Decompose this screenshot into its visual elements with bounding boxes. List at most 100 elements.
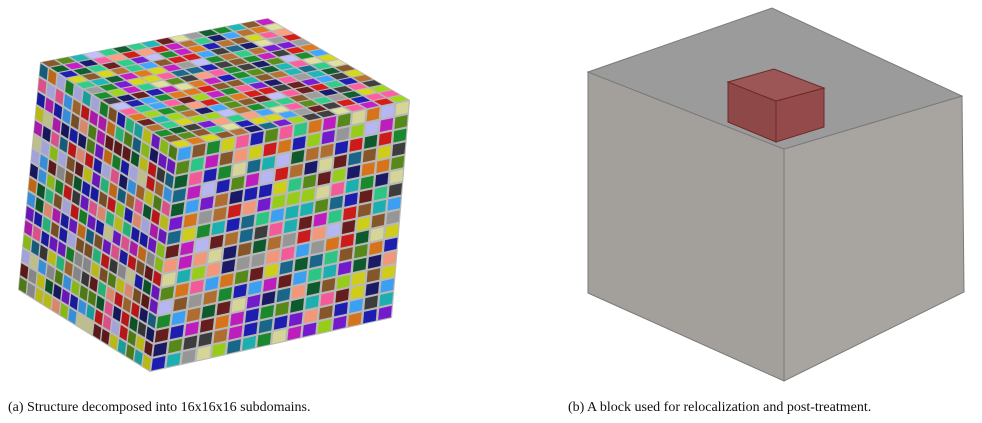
subdomain-cell <box>319 305 333 320</box>
subdomain-cell <box>142 203 152 220</box>
subdomain-cell <box>374 98 394 106</box>
subdomain-cell <box>153 194 162 212</box>
subdomain-cell <box>56 57 76 64</box>
subdomain-cell <box>141 142 150 159</box>
subdomain-cell <box>264 23 284 31</box>
subdomain-cell <box>81 270 90 288</box>
subdomain-cell <box>124 64 145 72</box>
subdomain-cell <box>36 182 46 200</box>
subdomain-cell <box>119 72 139 80</box>
subdomain-cell <box>320 143 334 158</box>
subdomain-cell <box>309 253 323 269</box>
subdomain-cell <box>136 335 145 352</box>
subdomain-cell <box>316 110 336 118</box>
subdomain-cell <box>362 148 377 163</box>
subdomain-cell <box>105 134 114 152</box>
subdomain-cell <box>390 155 405 170</box>
subdomain-cell <box>266 249 280 264</box>
subdomain-cell <box>42 216 51 233</box>
subdomain-cell <box>29 254 38 271</box>
subdomain-cell <box>191 93 211 101</box>
subdomain-cell <box>73 175 82 192</box>
subdomain-cell <box>70 54 90 62</box>
subdomain-cell <box>305 146 319 161</box>
subdomain-cell <box>388 183 402 198</box>
subdomain-cell <box>89 276 98 293</box>
subdomain-cell <box>82 256 91 273</box>
subdomain-cell <box>232 162 247 177</box>
subdomain-cell <box>86 304 95 321</box>
subdomain-cell <box>198 210 212 225</box>
subdomain-cell <box>216 179 230 194</box>
subdomain-cell <box>177 96 197 104</box>
subdomain-cell <box>159 121 180 129</box>
subdomain-cell <box>341 219 356 235</box>
subdomain-cell <box>147 237 157 254</box>
subdomain-cell <box>219 53 239 60</box>
subdomain-cell <box>247 159 261 174</box>
subdomain-cell <box>170 35 190 42</box>
subdomain-cell <box>310 240 325 255</box>
subdomain-cell <box>34 211 43 228</box>
subdomain-cell <box>273 28 293 36</box>
subdomain-cell <box>190 58 211 66</box>
subdomain-cell <box>298 215 313 230</box>
subdomain-cell <box>129 240 138 257</box>
subdomain-cell <box>55 88 64 105</box>
subdomain-cell <box>206 262 221 277</box>
subdomain-cell <box>90 78 110 86</box>
subdomain-cell <box>294 257 309 272</box>
subdomain-cell <box>232 106 252 114</box>
subdomain-cell <box>110 67 130 75</box>
subdomain-cell <box>66 246 75 263</box>
subdomain-cell <box>370 85 391 93</box>
subdomain-cell <box>72 189 81 206</box>
subdomain-cell <box>354 244 368 259</box>
subdomain-cell <box>221 259 236 274</box>
subdomain-cell <box>72 265 82 282</box>
subdomain-cell <box>382 251 397 266</box>
subdomain-cell <box>166 352 181 368</box>
subdomain-cell <box>258 122 278 130</box>
subdomain-cell <box>156 314 171 329</box>
subdomain-cell <box>148 102 168 110</box>
subdomain-cell <box>242 335 256 351</box>
subdomain-cell <box>230 311 244 326</box>
subdomain-cell <box>137 170 147 187</box>
subdomain-cell <box>107 54 127 61</box>
subdomain-cell <box>64 62 84 70</box>
subdomain-cell <box>196 223 211 239</box>
subdomain-cell <box>302 322 317 337</box>
subdomain-cell <box>333 154 347 169</box>
subdomain-cell <box>156 242 165 259</box>
panel-a: (a) Structure decomposed into 16x16x16 s… <box>0 0 440 423</box>
subdomain-cell <box>181 227 196 242</box>
subdomain-cell <box>158 228 167 245</box>
subdomain-cell <box>236 256 250 271</box>
subdomain-cell <box>201 304 216 319</box>
subdomain-cell <box>142 110 162 118</box>
subdomain-cell <box>90 186 99 203</box>
subdomain-cell <box>361 80 382 87</box>
subdomain-cell <box>133 105 154 113</box>
subdomain-cell <box>154 256 164 273</box>
subdomain-cell <box>271 194 286 209</box>
subdomain-cell <box>201 182 216 197</box>
subdomain-cell <box>151 80 171 88</box>
subdomain-cell <box>188 293 203 309</box>
subdomain-cell <box>200 318 214 333</box>
subdomain-cell <box>77 223 86 240</box>
subdomain-cell <box>141 40 161 48</box>
subdomain-cell <box>130 56 150 64</box>
subdomain-cell <box>321 67 341 75</box>
subdomain-cell <box>147 67 168 75</box>
subdomain-cell <box>121 310 130 327</box>
subdomain-cell <box>307 133 321 148</box>
subdomain-cell <box>351 271 366 286</box>
subdomain-cell <box>271 49 291 57</box>
subdomain-cell <box>246 103 266 111</box>
subdomain-cell <box>243 90 263 98</box>
subdomain-cell <box>171 310 186 326</box>
subdomain-cell <box>188 80 208 88</box>
subdomain-cell <box>141 217 150 234</box>
